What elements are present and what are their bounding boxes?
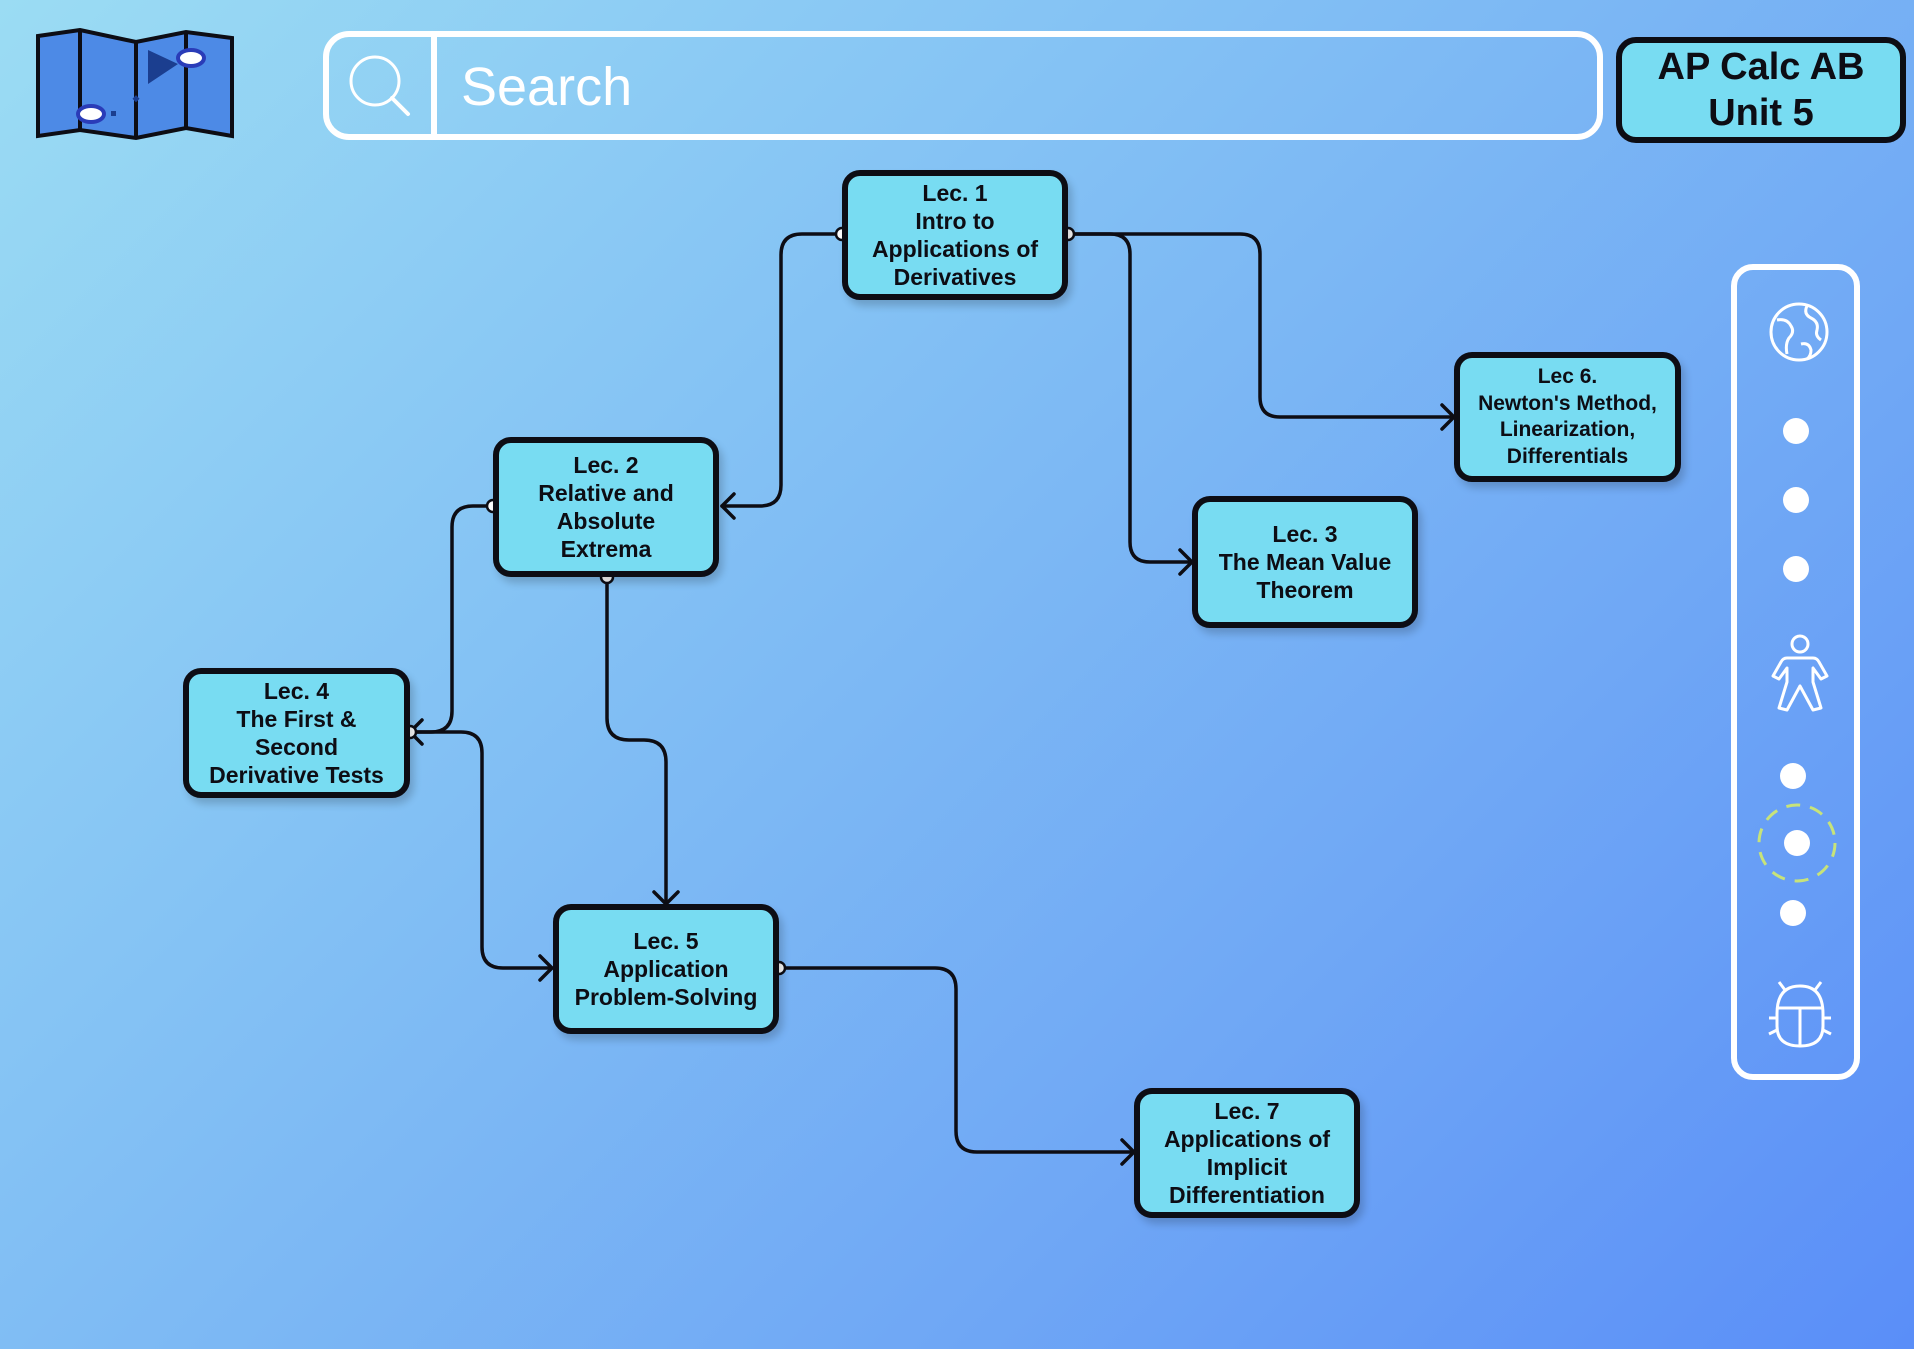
search-icon <box>349 55 410 116</box>
sidebar-dot-selected[interactable] <box>1784 830 1810 856</box>
connector-lec4-lec5 <box>408 730 554 970</box>
lecture-node-lec2[interactable]: Lec. 2 Relative and Absolute Extrema <box>493 437 719 577</box>
search-bar[interactable] <box>323 31 1603 140</box>
lecture-node-lec4[interactable]: Lec. 4 The First & Second Derivative Tes… <box>183 668 410 798</box>
connector-lec2-lec5 <box>605 575 668 906</box>
search-button[interactable] <box>329 37 437 134</box>
sidebar <box>1731 264 1860 1080</box>
folded-map-icon <box>36 27 234 141</box>
lecture-node-lec1[interactable]: Lec. 1 Intro to Applications of Derivati… <box>842 170 1068 300</box>
selected-ring <box>1757 803 1837 883</box>
arrowhead-lec5-left <box>538 954 554 982</box>
sidebar-dot-5[interactable] <box>1780 900 1806 926</box>
sidebar-dot-1[interactable] <box>1783 418 1809 444</box>
course-title-badge: AP Calc AB Unit 5 <box>1616 37 1906 143</box>
person-icon[interactable] <box>1767 634 1833 714</box>
globe-icon[interactable] <box>1767 300 1831 364</box>
lecture-node-lec6[interactable]: Lec 6. Newton's Method, Linearization, D… <box>1454 352 1681 482</box>
connector-lec2-lec4 <box>408 504 495 734</box>
sidebar-dot-3[interactable] <box>1783 556 1809 582</box>
lecture-node-lec3[interactable]: Lec. 3 The Mean Value Theorem <box>1192 496 1418 628</box>
connector-lec5-lec7 <box>777 966 1136 1154</box>
lecture-node-lec5[interactable]: Lec. 5 Application Problem-Solving <box>553 904 779 1034</box>
sidebar-dot-2[interactable] <box>1783 487 1809 513</box>
lecture-node-lec7[interactable]: Lec. 7 Applications of Implicit Differen… <box>1134 1088 1360 1218</box>
bug-icon[interactable] <box>1767 980 1833 1050</box>
connector-lec1-lec6 <box>1066 232 1456 419</box>
map-logo[interactable] <box>36 27 236 142</box>
arrowhead-lec2 <box>720 492 736 520</box>
connector-lec1-lec2 <box>720 232 844 508</box>
connector-lec1-lec3 <box>1066 232 1194 564</box>
search-input[interactable] <box>459 37 1563 136</box>
sidebar-dot-4[interactable] <box>1780 763 1806 789</box>
